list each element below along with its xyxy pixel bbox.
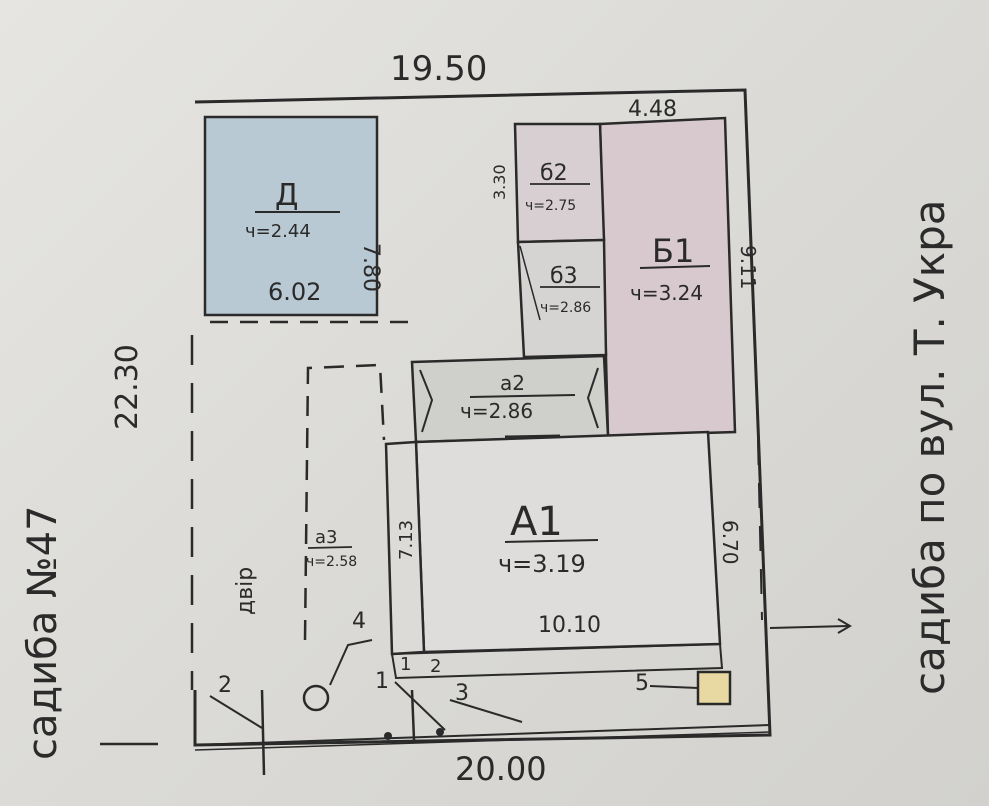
lot-boundary [193, 88, 772, 747]
building-b3 [516, 238, 608, 359]
a3-divider [307, 546, 353, 549]
item-5-leader [649, 685, 699, 689]
yard-label: двір [233, 566, 258, 615]
b1-divider [639, 265, 711, 269]
a2-right-chevron [586, 367, 599, 429]
a1-lower-strip [390, 642, 724, 680]
num-1: 1 [375, 669, 389, 694]
a2-height: ч=2.86 [460, 399, 533, 423]
gate-label-1: 1 [400, 654, 411, 675]
item-4-leader [329, 639, 373, 686]
dim-a1-right: 6.70 [718, 520, 742, 565]
d-code: Д [275, 178, 298, 213]
b3-code: б3 [550, 264, 578, 289]
a1-divider [504, 539, 599, 543]
dim-left: 22.30 [110, 344, 145, 430]
gate-1-leaf [394, 681, 446, 731]
a2-divider [469, 394, 576, 398]
dim-d-right: 7.80 [358, 243, 383, 292]
num-5: 5 [635, 671, 649, 696]
a3-height: ч=2.58 [306, 554, 357, 570]
dim-a1-bottom: 10.10 [538, 613, 601, 638]
exit-arrow-shaft [769, 625, 849, 629]
building-a3 [384, 440, 426, 656]
side-label-left: садиба №47 [20, 505, 66, 760]
num-3: 3 [455, 681, 469, 706]
gate-label-2: 2 [430, 656, 441, 677]
gate-1-post [410, 689, 416, 741]
b3-diagonal [519, 245, 541, 321]
a3-code: а3 [315, 527, 337, 548]
lot-bottom-line-2 [194, 731, 771, 751]
d-height: ч=2.44 [245, 221, 311, 242]
item-5-square [696, 670, 732, 706]
gate-post-right [436, 728, 444, 736]
dim-b1-top: 4.48 [628, 97, 677, 122]
item-2-leader [209, 695, 263, 729]
yard-dashed-outline [303, 363, 386, 641]
b1-height: ч=3.24 [630, 281, 703, 305]
right-dashed-line [757, 439, 763, 621]
side-label-right: садиба по вул. Т. Укра [905, 199, 954, 695]
dim-b2-left: 3.30 [490, 164, 509, 200]
num-2: 2 [218, 673, 232, 698]
item-2-pole [260, 689, 266, 776]
b2-code: б2 [540, 161, 568, 186]
a2-code: а2 [500, 371, 525, 395]
building-b1 [598, 116, 737, 438]
b2-height: ч=2.75 [525, 198, 576, 214]
a2-left-chevron [419, 369, 434, 433]
dim-top: 19.50 [390, 49, 487, 89]
gate-3-leaf [449, 699, 523, 723]
well-circle [302, 684, 330, 712]
building-d [203, 115, 379, 317]
b1-code: Б1 [652, 232, 694, 270]
gate-post-left [384, 732, 392, 740]
a1-height: ч=3.19 [498, 550, 586, 578]
num-4: 4 [352, 609, 366, 634]
dim-a1-left: 7.13 [396, 519, 417, 560]
dim-bottom: 20.00 [455, 750, 547, 788]
a1-code: А1 [510, 499, 563, 545]
dim-b1-right: 9.11 [736, 245, 760, 290]
b3-height: ч=2.86 [540, 300, 591, 316]
d-extra: 6.02 [268, 278, 321, 306]
lot-bottom-line [194, 724, 771, 746]
exit-arrow-head [837, 618, 852, 634]
